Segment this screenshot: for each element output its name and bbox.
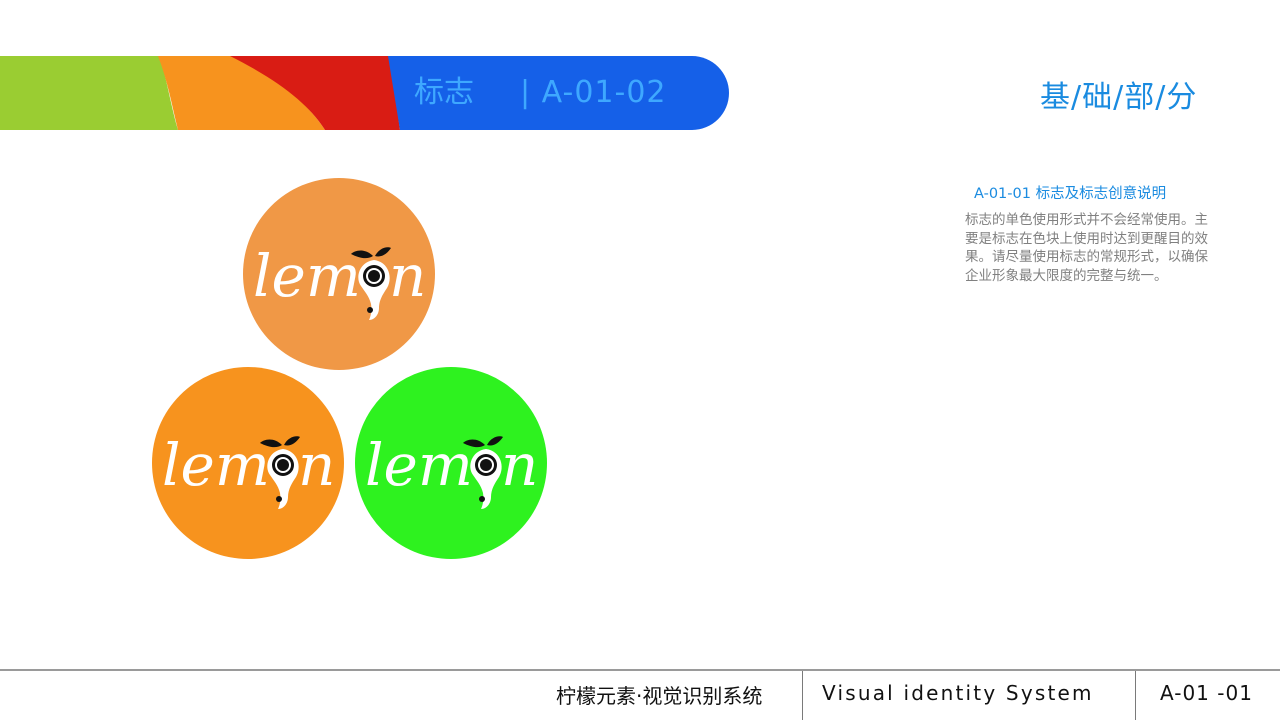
page-title: 标志 <box>414 75 474 110</box>
banner-green-band <box>0 56 178 130</box>
banner-orange-band <box>158 56 325 130</box>
logo-wordmark: n <box>389 242 426 310</box>
banner-blue-band <box>388 56 729 130</box>
logo-wordmark: lem <box>253 242 361 310</box>
footer-system-en: Visual identity System <box>822 681 1094 705</box>
header-banner <box>0 56 730 130</box>
logo-circle-background <box>355 367 547 559</box>
footer-separator <box>802 671 803 720</box>
description-heading: A-01-01 标志及标志创意说明 <box>974 186 1167 202</box>
logo-wordmark: n <box>501 431 538 499</box>
logo-circle-background <box>152 367 344 559</box>
logo-wordmark: lem <box>162 431 270 499</box>
page-code: | A-01-02 <box>520 75 667 110</box>
footer-divider <box>0 669 1280 671</box>
banner-red-band <box>230 56 400 130</box>
footer-page-code: A-01 -01 <box>1160 681 1253 705</box>
footer-system-cn: 柠檬元素·视觉识别系统 <box>556 684 763 708</box>
section-title: 基/础/部/分 <box>1040 80 1198 115</box>
lemon-drop-icon <box>351 247 391 320</box>
lemon-drop-icon <box>260 436 300 509</box>
description-body: 标志的单色使用形式并不会经常使用。主要是标志在色块上使用时达到更醒目的效果。请尽… <box>965 212 1208 284</box>
logo-circle-background <box>243 178 435 370</box>
logo-wordmark: n <box>298 431 335 499</box>
logo-wordmark: lem <box>365 431 473 499</box>
footer-separator <box>1135 671 1136 720</box>
lemon-drop-icon <box>463 436 503 509</box>
